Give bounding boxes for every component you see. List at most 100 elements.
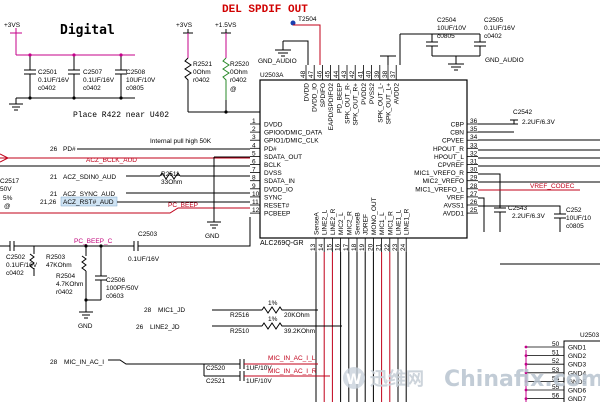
ic-bottom-pin-label: MIC2_R	[346, 211, 353, 235]
watermark-en: Chinafix.com	[444, 367, 600, 392]
u2503b-pin-label: GND4	[568, 370, 586, 377]
ic-right-pin-label: CBP	[451, 122, 464, 129]
svg-text:MIC_IN_AC_I_R: MIC_IN_AC_I_R	[268, 368, 317, 375]
svg-text:0.1UF/16V: 0.1UF/16V	[6, 262, 38, 269]
svg-text:100PF/50V: 100PF/50V	[106, 285, 139, 292]
ic-right-pin-label: CBN	[450, 130, 464, 137]
ic-right-pin-num: 26	[470, 199, 478, 206]
svg-text:W: W	[346, 372, 361, 388]
u2503b-junction	[524, 345, 528, 349]
ic-top-pin-label: EAPD/SPDIFO2	[328, 83, 335, 131]
cap-c2501: C2501 0.1UF/16V c0402	[24, 55, 70, 98]
ic-right-pin-label: HPOUT_L	[434, 154, 464, 161]
u2503b-body	[563, 340, 600, 402]
u2503b-pin-label: GND5	[568, 379, 586, 386]
svg-text:R2516: R2516	[230, 312, 250, 319]
svg-text:PC_BEEP: PC_BEEP	[168, 202, 198, 209]
svg-text:r0402: r0402	[56, 289, 73, 296]
u2503b-ref: U2503	[580, 332, 600, 339]
ground-symbol-left	[9, 98, 23, 111]
ic-top-pin-num: 47	[308, 70, 315, 78]
svg-text:1UF/10V: 1UF/10V	[246, 378, 272, 385]
u2503b-pin-num: 50	[552, 341, 560, 348]
ic-top-pins: 48DVDD47DVDD_IO46SPDIFO45EAPD/SPDIFO244P…	[300, 65, 401, 130]
svg-text:C2504: C2504	[437, 17, 457, 24]
ic-bottom-pin-label: LINE1_R	[404, 208, 411, 235]
ic-left-pin-label: SDATA_IN	[264, 178, 295, 185]
watermark-cn: 迅维网	[370, 368, 424, 390]
ic-right-pin-num: 33	[470, 142, 478, 149]
svg-text:VREF_CODEC: VREF_CODEC	[530, 183, 575, 190]
ic-left-pin-label: DVSS	[264, 170, 282, 177]
ic-left-pin-num: 11	[252, 199, 259, 206]
ic-left-pin-num: 12	[252, 207, 260, 214]
svg-text:c0805: c0805	[126, 85, 144, 92]
svg-text:C2543: C2543	[508, 205, 528, 212]
svg-text:C2507: C2507	[83, 69, 103, 76]
ic-top-pin-label: PVSS2	[369, 83, 376, 104]
right-side-nets: C2542 2.2UF/6.3V C2543 2.2UF/6.3V VREF_C…	[478, 109, 600, 265]
ic-right-pin-label: CPVEE	[442, 138, 465, 145]
svg-text:C2521: C2521	[206, 378, 226, 385]
svg-text:2.2UF/6.3V: 2.2UF/6.3V	[512, 213, 546, 220]
ic-right-pin-label: MIC1_VREFO_R	[414, 170, 464, 177]
svg-text:R2510: R2510	[230, 328, 250, 335]
svg-text:PC_BEEP_C: PC_BEEP_C	[74, 238, 113, 245]
svg-text:R2520: R2520	[230, 61, 250, 68]
net-bclk: ACZ_BCLK_AUD	[0, 153, 250, 164]
ic-right-pin-num: 32	[470, 150, 478, 157]
gnd-audio-symbol-a	[275, 41, 291, 57]
gnd-label: GND	[205, 233, 220, 240]
net-sync: 21 ACZ_SYNC_AUD	[50, 191, 250, 198]
mic-in-net: 28 MIC_IN_AC_I C2520 1UF/10V C2521 1UF/1…	[50, 355, 330, 385]
section-title-digital: Digital	[60, 23, 115, 38]
ic-right-pin-num: 35	[470, 126, 478, 133]
svg-text:c0402: c0402	[6, 270, 24, 277]
ic-bottom-pins: 13SenseA14LINE2_L15LINE2_R16MIC2_L17MIC2…	[310, 197, 411, 402]
ic-top-pin-label: SPK_OUT_L+	[386, 83, 393, 125]
ic-top-pin-num: 37	[390, 70, 397, 78]
svg-text:r0402: r0402	[193, 77, 210, 84]
ic-left-pin-num: 5	[252, 150, 256, 157]
svg-text:21,26: 21,26	[40, 199, 57, 206]
gnd-audio-label-a: GND_AUDIO	[258, 58, 297, 65]
ic-right-pin-num: 36	[470, 118, 478, 125]
ic-left-pin-label: PCBEEP	[264, 211, 290, 218]
svg-text:C2542: C2542	[513, 109, 533, 116]
ic-top-pin-label: SPDIFO	[320, 83, 327, 107]
ic-bottom-pin-num: 22	[384, 243, 391, 251]
ic-part-number: ALC269Q-GR	[260, 240, 304, 247]
svg-text:c0402: c0402	[38, 85, 56, 92]
svg-text:47KOhm: 47KOhm	[46, 262, 72, 269]
u2503b-pin-label: GND6	[568, 388, 586, 395]
ic-bottom-pin-num: 15	[326, 243, 333, 251]
net-pc-beep: PC_BEEP	[0, 202, 250, 214]
svg-text:26: 26	[136, 324, 144, 331]
svg-text:C2502: C2502	[6, 254, 26, 261]
ic-left-pin-label: RESET#	[264, 203, 290, 210]
ic-right-pin-num: 30	[470, 167, 478, 174]
ic-left-pin-num: 1	[252, 118, 256, 125]
ic-bottom-pin-num: 24	[400, 243, 407, 251]
svg-text:10UF/10V: 10UF/10V	[126, 77, 156, 84]
svg-text:4.7KOhm: 4.7KOhm	[56, 281, 83, 288]
ic-top-pin-num: 45	[325, 70, 332, 78]
cap-c2507: C2507 0.1UF/16V c0402	[68, 55, 115, 98]
ic-top-pin-label: PD_BEEP	[336, 83, 343, 113]
net-rst: 21,26 ACZ_RST#_AUD	[40, 196, 250, 207]
ic-ref: U2503A	[260, 72, 284, 79]
ic-left-pin-num: 3	[252, 134, 256, 141]
svg-text:C252: C252	[566, 207, 582, 214]
svg-text:0Ohm: 0Ohm	[193, 69, 211, 76]
svg-text:c0402: c0402	[83, 85, 101, 92]
svg-text:0.1UF/16V: 0.1UF/16V	[484, 25, 516, 32]
svg-text:C2503: C2503	[138, 231, 158, 238]
ic-right-pin-num: 34	[470, 134, 478, 141]
cap-c2504: C2504 10UF/10V c0805	[426, 17, 467, 56]
ic-left-pin-num: 6	[252, 159, 256, 166]
ic-right-pin-label: HPOUT_R	[433, 146, 464, 153]
svg-text:1UF/10V: 1UF/10V	[246, 365, 272, 372]
svg-text:26: 26	[50, 146, 58, 153]
cap-c2508: C2508 10UF/10V c0805	[115, 55, 156, 98]
ic-left-pin-label: SDATA_OUT	[264, 154, 302, 161]
